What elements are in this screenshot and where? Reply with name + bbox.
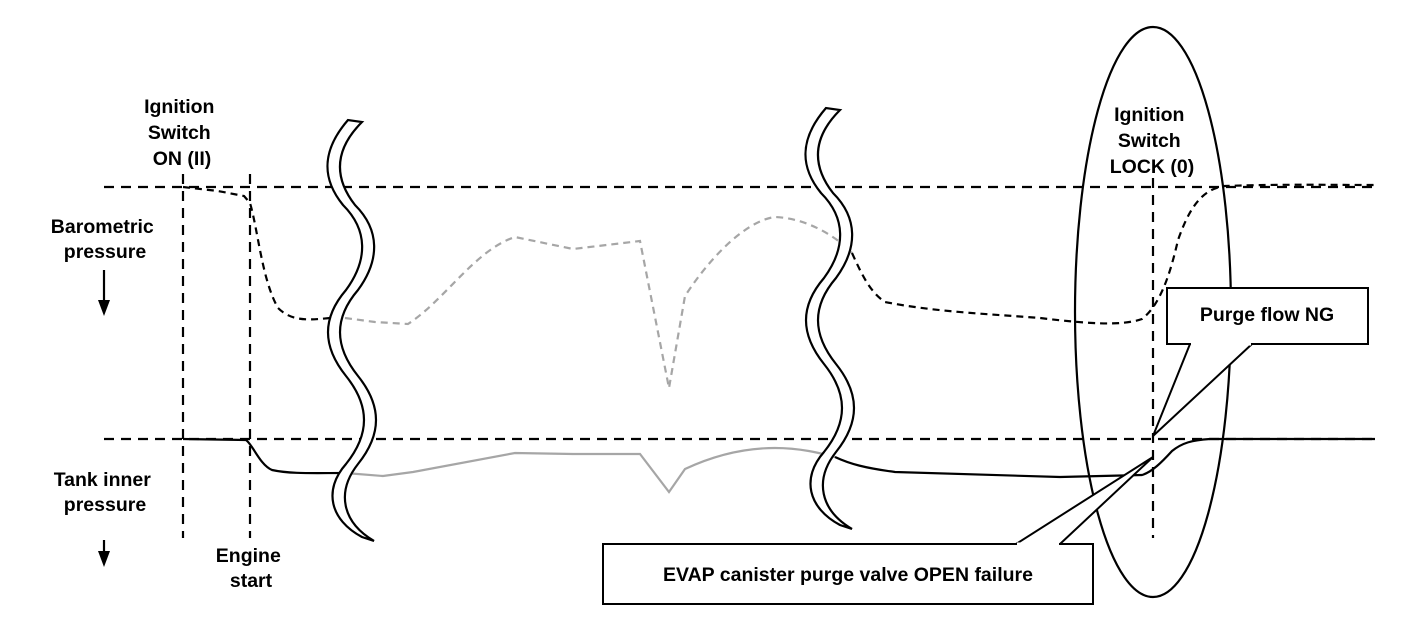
- barometric-pressure-trace: [182, 183, 1376, 389]
- ignition-on-label: Ignition Switch ON (II): [144, 96, 220, 170]
- tank-inner-pressure-trace: [182, 437, 1375, 494]
- barometric-axis-arrow: [98, 270, 110, 316]
- barometric-trace-start: [182, 185, 345, 321]
- barometric-trace-faded: [344, 215, 853, 389]
- time-break-left: [326, 118, 377, 543]
- ignition-lock-label: Ignition Switch LOCK (0): [1110, 104, 1195, 178]
- time-break-band: [804, 106, 855, 531]
- tank-trace-start: [182, 437, 346, 475]
- engine-start-label: Engine start: [216, 545, 286, 592]
- tank-trace-end: [834, 437, 1375, 479]
- evap-failure-callout: EVAP canister purge valve OPEN failure: [602, 456, 1154, 605]
- time-break-right: [804, 106, 855, 531]
- time-break-band: [326, 118, 377, 543]
- tank-axis-arrow: [98, 540, 110, 567]
- callout-pointer: [1012, 456, 1154, 545]
- evap-failure-label: EVAP canister purge valve OPEN failure: [663, 564, 1033, 586]
- tank-trace-faded: [344, 446, 836, 494]
- callout-box: [602, 543, 1094, 605]
- purge-flow-ng-label: Purge flow NG: [1200, 304, 1334, 326]
- callout-box: [1166, 287, 1369, 345]
- tank-inner-pressure-label: Tank inner pressure: [54, 469, 157, 516]
- barometric-trace-end: [850, 183, 1376, 325]
- arrow-down-icon: [98, 551, 110, 567]
- barometric-pressure-label: Barometric pressure: [51, 216, 159, 263]
- reference-lines: [104, 174, 1375, 538]
- callout-pointer: [1152, 343, 1255, 437]
- arrow-down-icon: [98, 300, 110, 316]
- purge-flow-ng-callout: Purge flow NG: [1152, 287, 1369, 437]
